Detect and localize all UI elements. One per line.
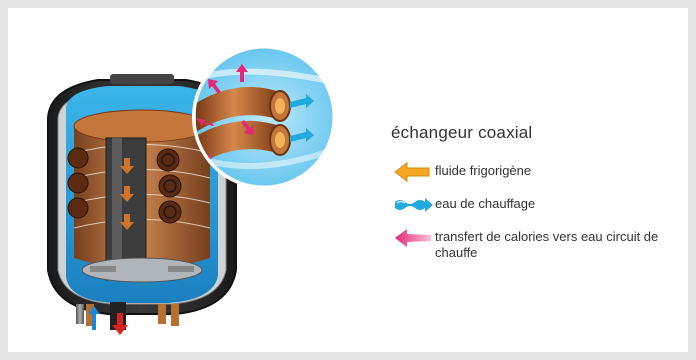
orange-arrow-icon bbox=[391, 161, 435, 183]
pink-arrow-icon bbox=[391, 227, 435, 249]
legend-label: eau de chauffage bbox=[435, 194, 535, 212]
legend-item-transfert-de-calories: transfert de calories vers eau circuit d… bbox=[391, 227, 691, 261]
legend-label: fluide frigorigène bbox=[435, 161, 531, 179]
diagram-card: échangeur coaxial fluide frigorigène eau… bbox=[8, 8, 688, 352]
legend-label: transfert de calories vers eau circuit d… bbox=[435, 227, 660, 261]
legend-item-fluide-frigorigene: fluide frigorigène bbox=[391, 161, 691, 183]
legend: échangeur coaxial fluide frigorigène eau… bbox=[391, 123, 691, 272]
legend-item-eau-de-chauffage: eau de chauffage bbox=[391, 194, 691, 216]
blue-wave-arrow-icon bbox=[391, 194, 435, 216]
legend-title: échangeur coaxial bbox=[391, 123, 691, 143]
